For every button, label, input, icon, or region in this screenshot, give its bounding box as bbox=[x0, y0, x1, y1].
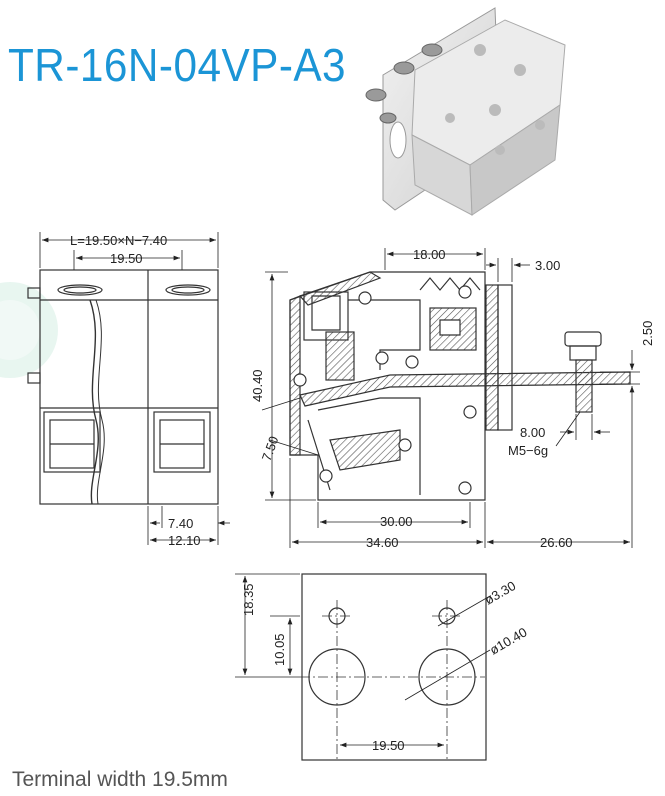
dim-7-40: 7.40 bbox=[168, 516, 193, 531]
dim-30-00: 30.00 bbox=[380, 514, 413, 529]
dim-hole-10-40: ø10.40 bbox=[487, 624, 530, 657]
dim-total-length: L=19.50×N−7.40 bbox=[70, 233, 167, 248]
dim-18-00: 18.00 bbox=[413, 247, 446, 262]
product-title: TR-16N-04VP-A3 bbox=[8, 39, 347, 91]
dim-pitch: 19.50 bbox=[110, 251, 143, 266]
dim-8-00: 8.00 bbox=[520, 425, 545, 440]
dim-26-60: 26.60 bbox=[540, 535, 573, 550]
dim-18-35: 18.35 bbox=[241, 583, 256, 616]
dim-10-05: 10.05 bbox=[272, 633, 287, 666]
dim-7-50: 7.50 bbox=[259, 434, 282, 463]
dim-34-60: 34.60 bbox=[366, 535, 399, 550]
thread-spec: M5−6g bbox=[508, 443, 548, 458]
dim-2-50: 2.50 bbox=[640, 321, 655, 346]
product-photo bbox=[365, 7, 566, 216]
panel-cutout-view bbox=[300, 573, 487, 761]
watermark-logo bbox=[0, 282, 58, 378]
terminal-width-caption: Terminal width 19.5mm bbox=[12, 768, 228, 791]
side-section-view bbox=[289, 271, 631, 501]
dim-3-00: 3.00 bbox=[535, 258, 560, 273]
dim-hole-3-30: ø3.30 bbox=[482, 578, 518, 608]
front-view bbox=[27, 269, 219, 505]
dim-12-10: 12.10 bbox=[168, 533, 201, 548]
dim-cutout-pitch: 19.50 bbox=[372, 738, 405, 753]
dim-40-40: 40.40 bbox=[250, 369, 265, 402]
